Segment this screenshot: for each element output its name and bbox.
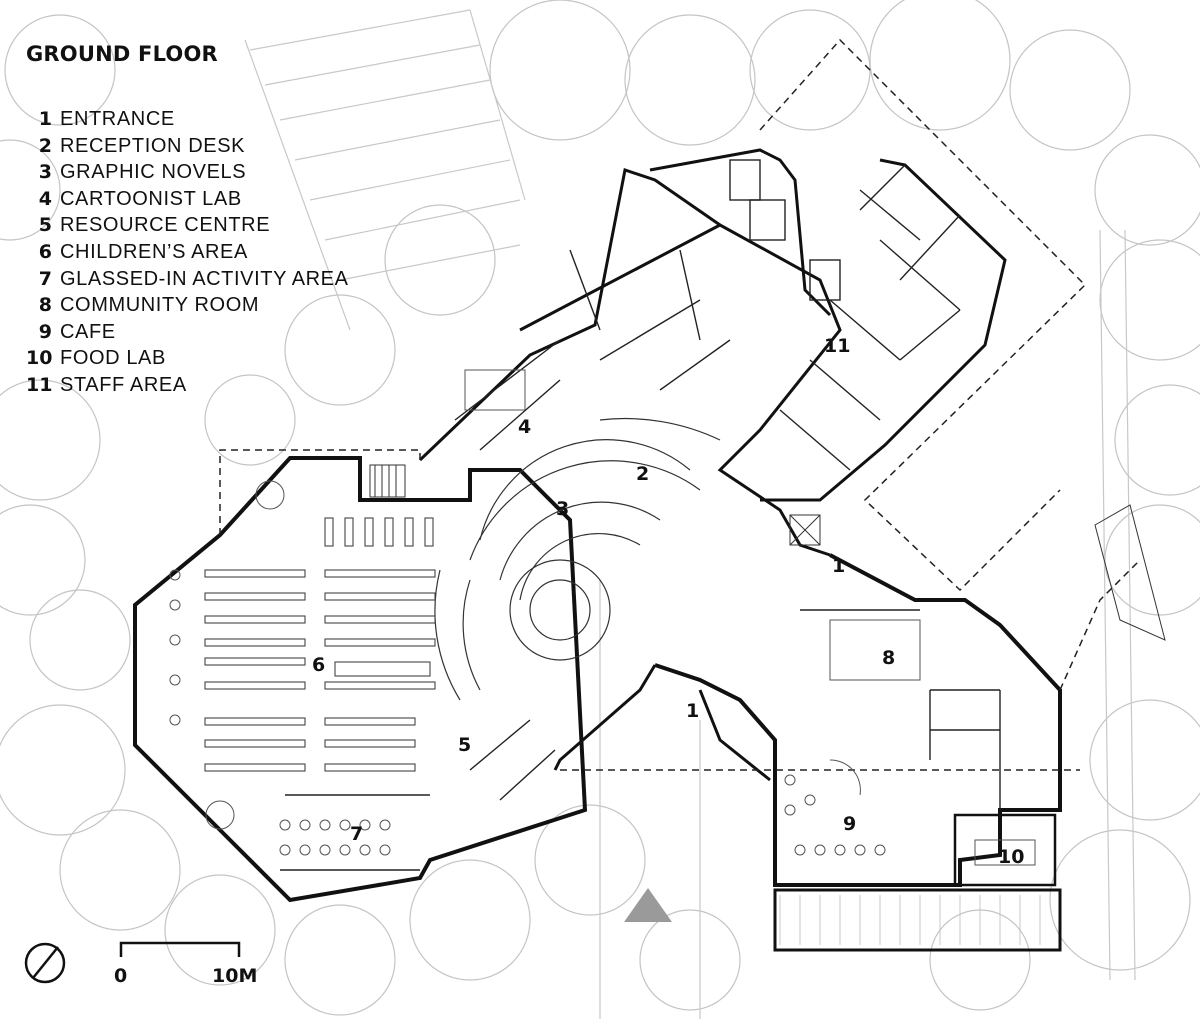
label-activity-area: 7 — [350, 823, 363, 845]
legend-item-number: 3 — [38, 161, 52, 184]
legend-item: 2 RECEPTION DESK — [26, 135, 349, 162]
label-entrance-south: 1 — [686, 700, 699, 722]
legend-item: 10 FOOD LAB — [26, 347, 349, 374]
legend-item-label: GRAPHIC NOVELS — [60, 161, 247, 184]
legend-item-number: 8 — [38, 294, 52, 317]
legend-item: 4 CARTOONIST LAB — [26, 188, 349, 215]
legend-item-label: FOOD LAB — [60, 347, 166, 370]
label-cafe: 9 — [843, 813, 856, 835]
legend-item-label: ENTRANCE — [60, 108, 175, 130]
furniture-seating — [169, 369, 1036, 866]
label-graphic-novels: 3 — [556, 498, 569, 520]
legend-items: 1 ENTRANCE 2 RECEPTION DESK 3 GRAPHIC NOVELS 4… — [26, 108, 349, 401]
legend-item: 1 ENTRANCE — [26, 108, 349, 135]
graphic-novels-shelving — [434, 417, 721, 701]
legend-item-label: GLASSED-IN ACTIVITY AREA — [60, 267, 349, 290]
legend-item-number: 11 — [26, 373, 53, 396]
legend-item: 3 GRAPHIC NOVELS — [26, 161, 349, 188]
label-staff-area: 11 — [824, 335, 850, 357]
scale-bar: 0 10M — [114, 941, 257, 987]
label-food-lab: 10 — [998, 846, 1024, 868]
legend-item: 7 GLASSED-IN ACTIVITY AREA — [26, 268, 349, 295]
legend-item-label: CARTOONIST LAB — [60, 187, 242, 210]
legend-item-label: RECEPTION DESK — [60, 134, 246, 157]
legend-item: 11 STAFF AREA — [26, 374, 349, 401]
legend-item-number: 6 — [38, 240, 52, 263]
legend-item-number: 2 — [38, 134, 52, 157]
entry-triangle-marker — [624, 888, 672, 922]
legend-item-number: 5 — [38, 214, 52, 237]
dashed-outlines — [219, 38, 1141, 771]
childrens-shelving — [204, 517, 436, 772]
label-community-room: 8 — [882, 647, 895, 669]
label-reception: 2 — [636, 463, 649, 485]
room-numbers: 1 1 2 3 4 5 6 7 8 9 10 11 — [312, 335, 1024, 868]
legend-title: GROUND FLOOR — [26, 42, 218, 66]
legend-item-label: COMMUNITY ROOM — [60, 294, 260, 317]
legend-item-number: 10 — [26, 347, 53, 370]
legend-item-label: CAFE — [60, 320, 116, 343]
label-childrens-area: 6 — [312, 654, 325, 676]
interior-partitions — [280, 159, 1001, 871]
scale-end: 10M — [212, 965, 257, 987]
legend-item: 5 RESOURCE CENTRE — [26, 214, 349, 241]
legend-item-number: 1 — [38, 108, 52, 130]
legend-item-label: CHILDREN’S AREA — [60, 240, 248, 263]
legend-item-number: 4 — [38, 187, 52, 210]
legend-item-label: RESOURCE CENTRE — [60, 214, 271, 237]
legend-item-number: 9 — [38, 320, 52, 343]
label-resource-centre: 5 — [458, 734, 471, 756]
paving — [779, 895, 1041, 945]
parking-lines — [244, 9, 1136, 1019]
stairs — [369, 464, 1166, 641]
building-walls — [133, 148, 1062, 952]
label-cartoonist-lab: 4 — [518, 416, 531, 438]
legend-item: 6 CHILDREN’S AREA — [26, 241, 349, 268]
legend-item: 8 COMMUNITY ROOM — [26, 294, 349, 321]
legend: GROUND FLOOR 1 ENTRANCE 2 RECEPTION DESK 3 GR… — [26, 42, 349, 401]
scale-start: 0 — [114, 965, 127, 987]
north-arrow-icon — [24, 942, 66, 984]
legend-item: 9 CAFE — [26, 321, 349, 348]
label-entrance-north: 1 — [832, 555, 845, 577]
legend-item-number: 7 — [38, 267, 52, 290]
legend-item-label: STAFF AREA — [60, 373, 187, 396]
